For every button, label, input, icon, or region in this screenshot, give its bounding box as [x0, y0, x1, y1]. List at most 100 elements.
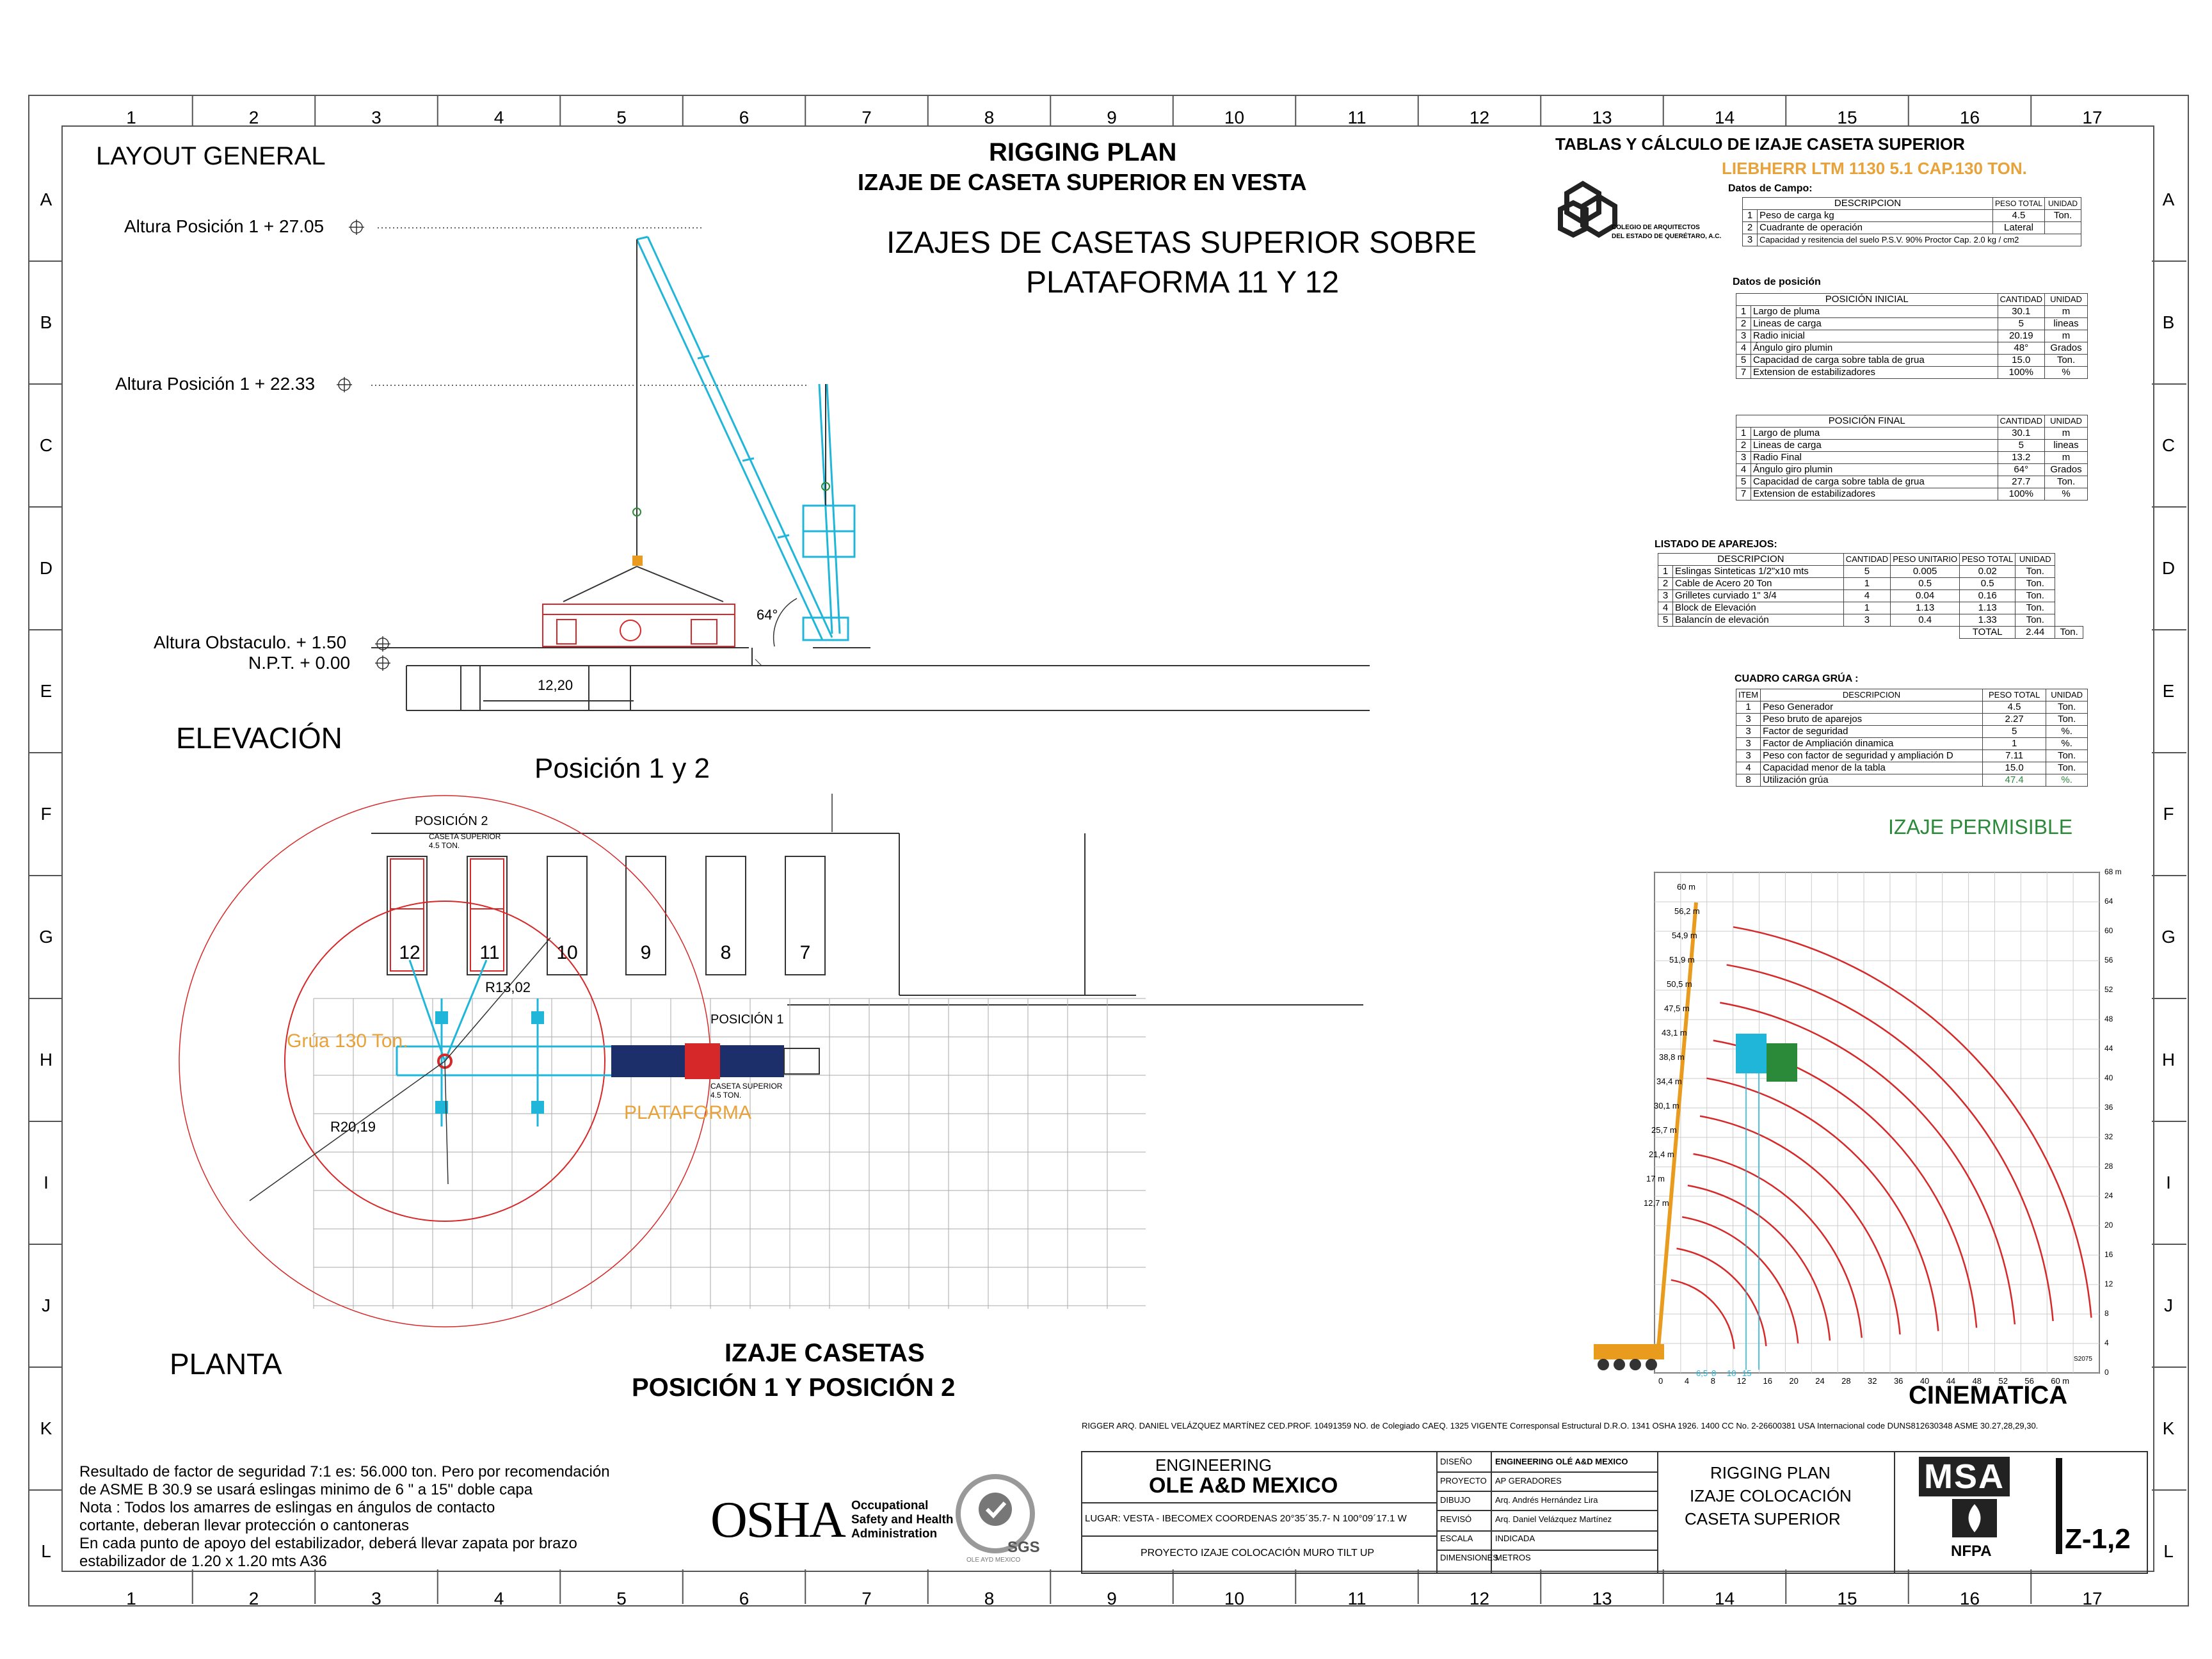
tb-field-label: ESCALA	[1440, 1534, 1473, 1543]
table-cell: Peso bruto de aparejos	[1760, 713, 1983, 726]
table-cell: 3	[1843, 614, 1891, 627]
column-number: 6	[739, 1589, 749, 1608]
boom-length-label: 30,1 m	[1654, 1101, 1679, 1110]
y-tick: 16	[2104, 1250, 2113, 1259]
table-cell: 5	[1736, 476, 1751, 488]
altura-1-label: Altura Posición 1 + 27.05	[124, 216, 325, 236]
nfpa-label: NFPA	[1951, 1543, 1992, 1560]
x-tick: 4	[1684, 1376, 1690, 1386]
x-highlight-label: 8	[1711, 1368, 1717, 1378]
obstaculo-label: Altura Obstaculo. + 1.50	[154, 632, 347, 652]
table-cell: Ton.	[2055, 626, 2083, 639]
y-tick: 4	[2104, 1338, 2109, 1347]
note-2: de ASME B 30.9 se usará eslingas minimo …	[79, 1481, 533, 1498]
row-letter: J	[42, 1295, 51, 1315]
note-1: Resultado de factor de seguridad 7:1 es:…	[79, 1463, 610, 1480]
load-zone-cyan	[1736, 1034, 1767, 1073]
table-cell: 7.11	[1982, 749, 2047, 762]
table-cell: 2.44	[2015, 626, 2056, 639]
table-cell: 2	[1658, 577, 1673, 590]
table-cell: 5	[1736, 354, 1751, 367]
note-3: Nota : Todos los amarres de eslingas en …	[79, 1499, 495, 1516]
column-number: 5	[616, 1589, 627, 1608]
table-cell: 5	[1997, 317, 2046, 330]
y-tick: 32	[2104, 1132, 2113, 1141]
x-tick: 52	[1998, 1376, 2008, 1386]
table-cell: Ángulo giro plumin	[1751, 342, 1998, 355]
table-cell: %	[2044, 366, 2088, 379]
row-letter: L	[2163, 1541, 2174, 1561]
table-cell: 4	[1736, 463, 1751, 476]
table-cell: 3	[1735, 725, 1761, 738]
table-cell: Lineas de carga	[1751, 439, 1998, 452]
plan-building	[371, 833, 1363, 1006]
y-tick: 64	[2104, 897, 2113, 906]
osha-logo: OSHA	[710, 1492, 846, 1548]
table-cell: 3	[1735, 737, 1761, 750]
row-letter: E	[2162, 681, 2175, 701]
table-cell: Cable de Acero 20 Ton	[1672, 577, 1844, 590]
table-cell: %	[2044, 488, 2088, 501]
column-number: 14	[1714, 108, 1735, 127]
table-header: PESO UNITARIO	[1890, 553, 1960, 566]
y-tick: 28	[2104, 1162, 2113, 1171]
table-cell: Factor de Ampliación dinamica	[1760, 737, 1983, 750]
table-cell: 48°	[1997, 342, 2046, 355]
table-header: ITEM	[1735, 689, 1761, 701]
caseta-ton-label-2: 4.5 TON.	[429, 841, 460, 850]
y-tick: 20	[2104, 1221, 2113, 1230]
table-cell: 0.5	[1890, 577, 1960, 590]
table-cell: Factor de seguridad	[1760, 725, 1983, 738]
table-cell: 30.1	[1997, 305, 2046, 318]
y-tick: 44	[2104, 1044, 2113, 1053]
column-number: 8	[984, 1589, 995, 1608]
column-number: 2	[248, 1589, 259, 1608]
row-letter: I	[44, 1173, 49, 1192]
boom-length-label: 60 m	[1677, 882, 1695, 892]
x-tick: 24	[1815, 1376, 1825, 1386]
row-letter: B	[2162, 312, 2175, 332]
table-cell: 8	[1735, 774, 1761, 787]
aparejos-title: LISTADO DE APAREJOS:	[1655, 539, 1777, 550]
tb-proyecto: PROYECTO IZAJE COLOCACIÓN MURO TILT UP	[1141, 1548, 1375, 1559]
column-number: 4	[493, 108, 504, 127]
column-number: 12	[1469, 1589, 1490, 1608]
inner-frame	[61, 125, 2154, 1572]
table-cell: 2	[1736, 317, 1751, 330]
row-letter: A	[40, 189, 52, 209]
table-cell: Ton.	[2015, 614, 2056, 627]
table-cell: 0.005	[1890, 565, 1960, 578]
bay-10: 10	[556, 942, 578, 963]
tb-field-value: INDICADA	[1495, 1534, 1535, 1543]
posicion1-label: POSICIÓN 1	[710, 1013, 784, 1027]
column-number: 8	[984, 108, 995, 127]
tb-field-value: METROS	[1495, 1553, 1531, 1562]
column-number: 17	[2082, 108, 2103, 127]
table-cell: 1	[1735, 701, 1761, 714]
table-cell: Ton.	[2015, 577, 2056, 590]
column-number: 2	[248, 108, 259, 127]
grua-label: Grúa 130 Ton.	[287, 1030, 408, 1052]
table-cell: Grados	[2044, 342, 2088, 355]
row-letter: G	[2161, 927, 2176, 947]
colegio-line1: COLEGIO DE ARQUITECTOS	[1612, 224, 1700, 231]
column-number: 11	[1347, 108, 1366, 127]
table-cell: 3	[1736, 330, 1751, 342]
colegio-line2: DEL ESTADO DE QUERÉTARO, A.C.	[1612, 233, 1722, 240]
table-cell: Ton.	[2015, 589, 2056, 602]
row-letter: A	[2162, 189, 2175, 209]
x-tick: 28	[1841, 1376, 1851, 1386]
y-tick: 60	[2104, 926, 2113, 935]
tb-field-label: DIMENSIONES	[1440, 1553, 1499, 1562]
table-cell: Radio Final	[1751, 451, 1998, 464]
table-cell: 5	[1843, 565, 1891, 578]
